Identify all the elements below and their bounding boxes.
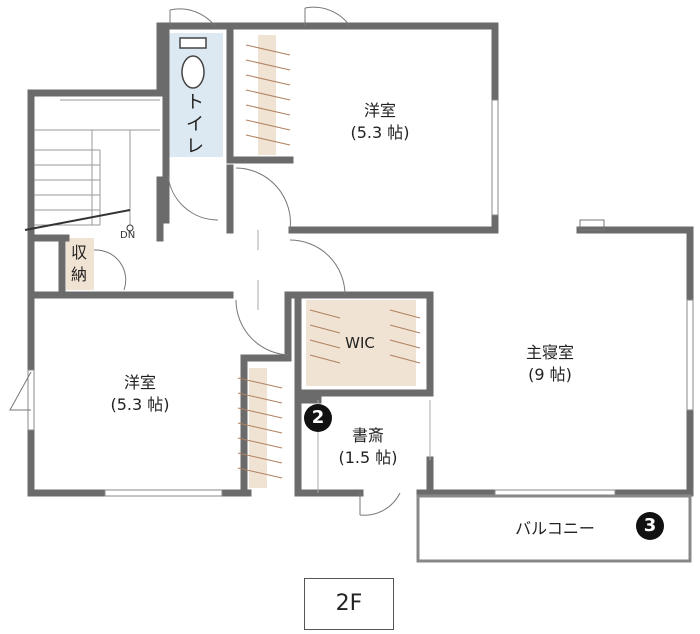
- walls: [27, 22, 694, 497]
- room-storage: 収 納: [68, 242, 90, 286]
- toilet-char: レ: [186, 136, 204, 157]
- room-master: 主寝室 (9 帖): [510, 342, 590, 386]
- closet-hatching: [237, 44, 421, 479]
- room-name: 書斎: [351, 426, 384, 445]
- toilet-floor: [169, 33, 223, 157]
- badge-study: 2: [304, 404, 332, 432]
- toilet-char: イ: [186, 114, 204, 135]
- balcony-outline: [416, 494, 692, 563]
- toilet-fixture: [179, 37, 207, 89]
- door-swings: [9, 6, 605, 516]
- room-wic: WIC: [330, 332, 390, 354]
- floor-label: 2F: [304, 578, 394, 630]
- room-balcony: バルコニー: [500, 518, 610, 540]
- badge-balcony: 3: [636, 512, 664, 540]
- room-study: 書斎 (1.5 帖): [328, 425, 408, 469]
- room-toilet: ト イ レ: [184, 92, 206, 158]
- storage-char: 収: [70, 243, 87, 262]
- room-name: WIC: [345, 334, 375, 352]
- room-name: 主寝室: [525, 343, 574, 362]
- room-size: (5.3 帖): [350, 123, 410, 142]
- storage-char: 納: [70, 265, 87, 284]
- staircase: [24, 99, 160, 231]
- room-western-top: 洋室 (5.3 帖): [340, 100, 420, 144]
- storage-fill: [66, 238, 94, 290]
- room-western-left: 洋室 (5.3 帖): [100, 372, 180, 416]
- toilet-char: ト: [186, 92, 204, 113]
- room-size: (9 帖): [528, 365, 572, 384]
- room-size: (1.5 帖): [338, 448, 398, 467]
- room-size: (5.3 帖): [110, 395, 170, 414]
- room-name: 洋室: [123, 373, 156, 392]
- room-name: 洋室: [363, 101, 396, 120]
- room-name: バルコニー: [515, 519, 595, 538]
- stair-direction-label: DN: [120, 230, 136, 241]
